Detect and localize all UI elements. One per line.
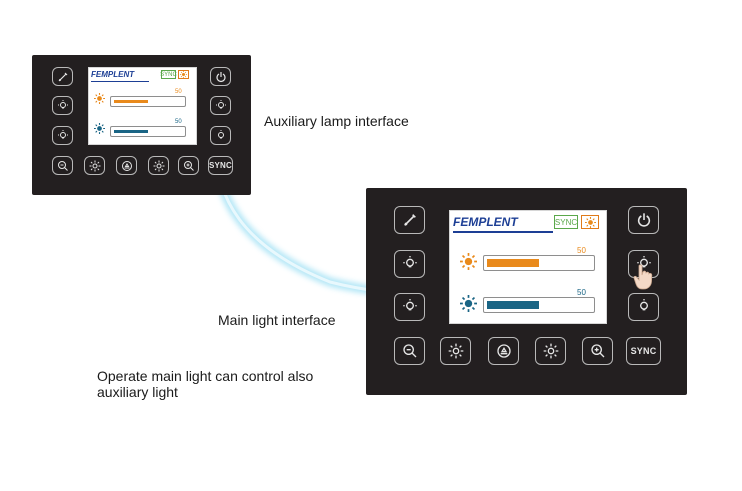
warm-value: 50 [577, 246, 586, 255]
main-sync-button[interactable]: SYNC [626, 337, 661, 365]
brand-logo: FEMPLENT [91, 70, 135, 79]
aux-auxiliary-light-button[interactable] [210, 96, 231, 115]
sync-status-badge: SYNC [160, 70, 177, 79]
magnifier-plus-icon [183, 160, 194, 171]
bulb-icon [215, 99, 226, 108]
aux-brightness-up-button[interactable] [148, 156, 169, 175]
main-zoom-in-button[interactable] [582, 337, 613, 365]
bulb-icon [57, 129, 68, 138]
sun-status-badge [178, 70, 189, 79]
aux-color-temp-button[interactable] [52, 126, 73, 145]
bulb-icon [402, 256, 417, 268]
sync-status-badge: SYNC [554, 215, 578, 229]
cool-brightness-bar [110, 126, 186, 137]
sun-icon [89, 160, 100, 171]
main-color-temp-button[interactable] [394, 293, 425, 321]
aux-main-light-button[interactable] [52, 96, 73, 115]
sync-button-label: SYNC [630, 346, 657, 356]
main-lamp-button[interactable] [628, 293, 659, 321]
power-icon [637, 213, 650, 227]
sun-status-badge [581, 215, 599, 229]
lamp-mode-icon [496, 344, 511, 358]
arm-lamp-icon [58, 72, 67, 81]
auxiliary-lamp-panel: SYNC FEMPLENT SYNC 50 50 [32, 55, 251, 195]
cool-value: 50 [577, 288, 586, 297]
aux-zoom-out-button[interactable] [52, 156, 73, 175]
sun-icon [584, 216, 596, 228]
sun-icon [448, 343, 463, 359]
aux-mode-button[interactable] [116, 156, 137, 175]
warm-light-icon [94, 93, 105, 104]
note-caption-line2: auxiliary light [97, 384, 178, 400]
sun-icon [543, 343, 558, 359]
magnifier-plus-icon [590, 344, 604, 358]
cool-light-icon [94, 123, 105, 134]
bulb-icon [639, 299, 648, 311]
sync-button-label: SYNC [208, 161, 233, 170]
main-main-light-button[interactable] [394, 250, 425, 278]
aux-display-screen: FEMPLENT SYNC 50 50 [88, 67, 197, 145]
sun-icon [153, 160, 164, 171]
warm-brightness-bar [110, 96, 186, 107]
warm-value: 50 [175, 89, 182, 95]
note-caption-line1: Operate main light can control also [97, 368, 314, 384]
main-light-panel: SYNC FEMPLENT SYNC 50 50 [366, 188, 687, 395]
main-mode-button[interactable] [488, 337, 519, 365]
power-icon [215, 71, 226, 82]
aux-sync-button[interactable]: SYNC [208, 156, 233, 175]
main-brightness-down-button[interactable] [440, 337, 471, 365]
main-light-caption: Main light interface [218, 312, 336, 328]
magnifier-minus-icon [57, 160, 68, 171]
brand-logo: FEMPLENT [453, 215, 518, 229]
bulb-icon [402, 299, 417, 311]
bulb-icon [57, 99, 68, 108]
aux-arm-button[interactable] [52, 67, 73, 86]
warm-light-icon [460, 253, 477, 270]
aux-lamp-button[interactable] [210, 126, 231, 145]
main-brightness-up-button[interactable] [535, 337, 566, 365]
sun-icon [180, 71, 187, 78]
main-display-screen: FEMPLENT SYNC 50 50 [449, 210, 607, 324]
lamp-mode-icon [121, 160, 132, 171]
bulb-icon [636, 256, 651, 268]
aux-power-button[interactable] [210, 67, 231, 86]
main-power-button[interactable] [628, 206, 659, 234]
main-arm-button[interactable] [394, 206, 425, 234]
pointing-hand-icon [633, 264, 653, 290]
cool-light-icon [460, 295, 477, 312]
cool-brightness-bar [483, 297, 595, 313]
warm-brightness-bar [483, 255, 595, 271]
bulb-icon [217, 129, 224, 138]
arm-lamp-icon [403, 214, 416, 226]
cool-value: 50 [175, 119, 182, 125]
magnifier-minus-icon [402, 344, 416, 358]
aux-brightness-down-button[interactable] [84, 156, 105, 175]
aux-zoom-in-button[interactable] [178, 156, 199, 175]
aux-lamp-caption: Auxiliary lamp interface [264, 113, 409, 129]
main-zoom-out-button[interactable] [394, 337, 425, 365]
